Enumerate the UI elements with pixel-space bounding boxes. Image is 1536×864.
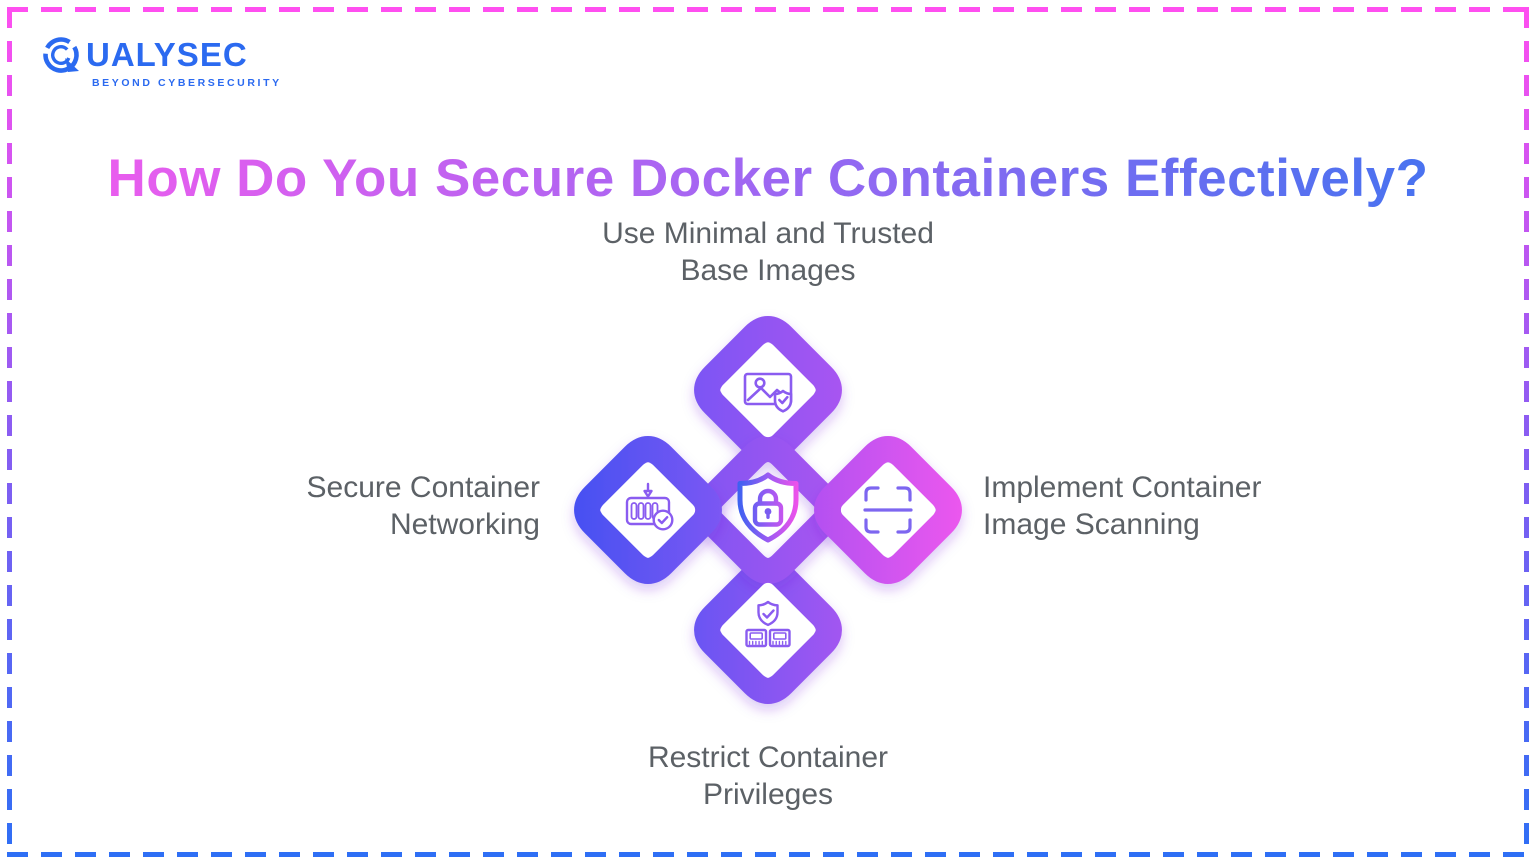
label-line: Base Images [680, 254, 856, 287]
container-crane-icon [625, 482, 674, 531]
shield-check-containers-icon [745, 600, 791, 648]
page-title: How Do You Secure Docker Containers Effe… [0, 148, 1536, 210]
docker-security-knot-diagram [574, 316, 962, 704]
border-bottom [7, 852, 1529, 857]
white-diamond-bottom [720, 582, 816, 678]
shield-lock-icon [737, 472, 799, 543]
border-right [1524, 7, 1529, 857]
border-left [7, 7, 12, 857]
image-shield-icon [743, 372, 793, 413]
label-line: Use Minimal and Trusted [602, 217, 934, 250]
scan-frame-icon [863, 486, 913, 534]
label-line: Restrict Container [647, 741, 889, 774]
qualysec-q-icon [43, 37, 79, 73]
label-implement-container-image-scanning: Implement Container Image Scanning [983, 469, 1403, 543]
label-line: Secure Container [306, 471, 540, 504]
petal-right [814, 436, 962, 584]
border-top [7, 7, 1529, 12]
label-line: Image Scanning [983, 508, 1200, 541]
logo-brand-text: UALYSEC [86, 36, 248, 73]
qualysec-logo: UALYSEC BEYOND CYBERSECURITY [40, 34, 282, 89]
petal-left [574, 436, 722, 584]
label-restrict-container-privileges: Restrict Container Privileges [518, 739, 1018, 813]
white-diamond-left [600, 462, 696, 558]
label-line: Networking [389, 508, 540, 541]
label-secure-container-networking: Secure Container Networking [120, 469, 540, 543]
white-diamond-top [720, 342, 816, 438]
label-line: Implement Container [983, 471, 1262, 504]
label-use-minimal-trusted-base-images: Use Minimal and Trusted Base Images [518, 215, 1018, 289]
logo-tagline: BEYOND CYBERSECURITY [92, 77, 282, 89]
label-line: Privileges [702, 778, 834, 811]
